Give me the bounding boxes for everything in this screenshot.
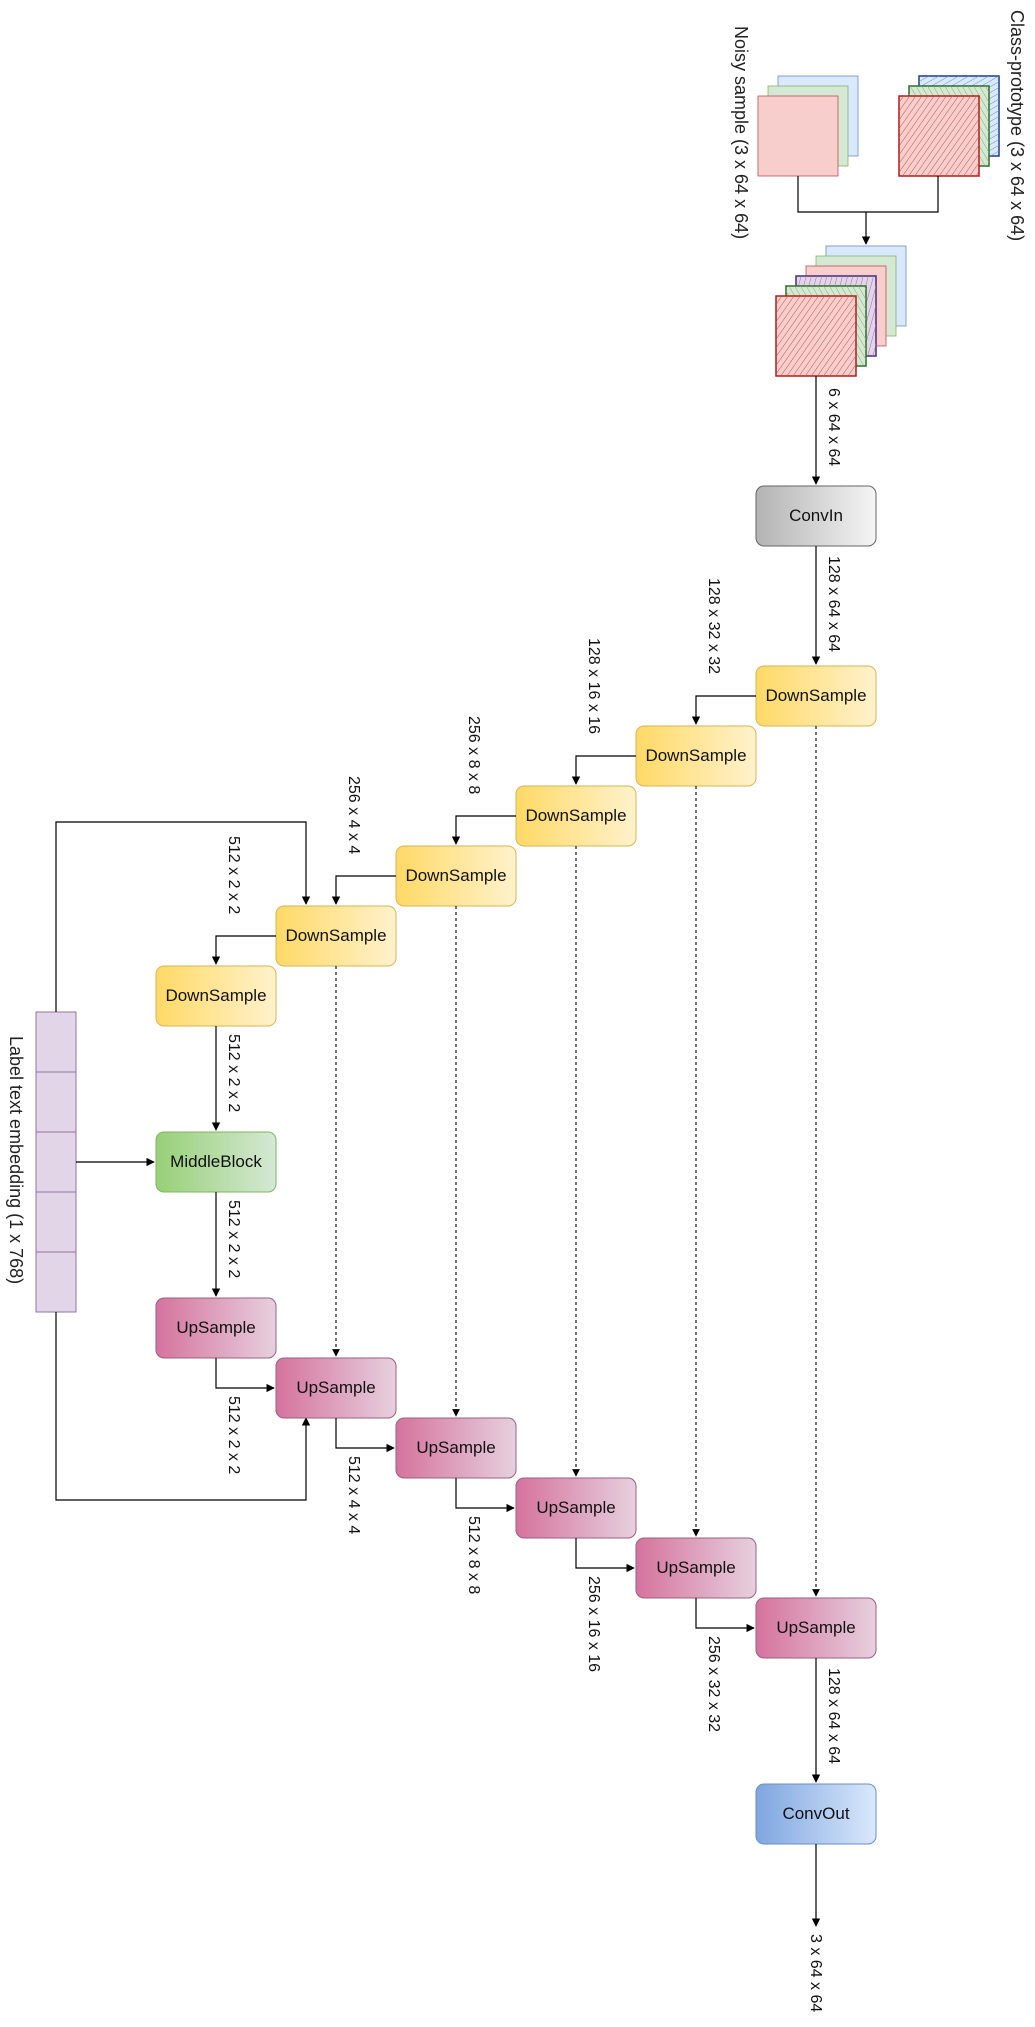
down-block-6: DownSample: [155, 965, 277, 1027]
concat-stack: [775, 245, 907, 377]
label-embedding: [35, 1011, 77, 1313]
up-block-4-label: UpSample: [536, 1498, 615, 1517]
dim-middle-to-up: 512 x 2 x 2: [225, 1200, 242, 1278]
down-block-4-label: DownSample: [405, 866, 506, 885]
embedding-cell-4: [35, 1191, 77, 1253]
up4-to-up5-arrow: [575, 1538, 635, 1573]
dim-conv-in-out: 128 x 64 x 64: [825, 556, 842, 652]
up-block-3-label: UpSample: [416, 1438, 495, 1457]
down-block-2: DownSample: [635, 725, 757, 787]
up-block-1: UpSample: [155, 1297, 277, 1359]
down-block-6-label: DownSample: [165, 986, 266, 1005]
embedding-cell-3: [35, 1131, 77, 1193]
dim-up-1: 512 x 2 x 2: [225, 1396, 242, 1474]
dim-down-5: 512 x 2 x 2: [225, 836, 242, 914]
class-prototype-title: Class-prototype (3 x 64 x 64): [1007, 10, 1027, 241]
down-block-3-label: DownSample: [525, 806, 626, 825]
dim-up-4: 256 x 16 x 16: [585, 1576, 602, 1672]
up-block-4: UpSample: [515, 1477, 637, 1539]
down1-to-down2-arrow: [691, 695, 756, 725]
down-block-2-label: DownSample: [645, 746, 746, 765]
up-block-1-label: UpSample: [176, 1318, 255, 1337]
label-embedding-title: Label text embedding (1 x 768): [6, 1036, 26, 1284]
up-block-2-label: UpSample: [296, 1378, 375, 1397]
dim-up-to-conv-out: 128 x 64 x 64: [825, 1668, 842, 1764]
up-block-6: UpSample: [755, 1597, 877, 1659]
dim-up-2: 512 x 4 x 4: [345, 1456, 362, 1534]
up-block-3: UpSample: [395, 1417, 517, 1479]
embedding-cell-1: [35, 1011, 77, 1073]
merge-wire: [797, 176, 939, 213]
dim-down-4: 256 x 4 x 4: [345, 776, 362, 854]
middle-block: MiddleBlock: [155, 1131, 277, 1193]
dim-down-2: 128 x 16 x 16: [585, 638, 602, 734]
noisy-channel-1: [757, 95, 839, 177]
down-block-3: DownSample: [515, 785, 637, 847]
conv-out-label: ConvOut: [782, 1804, 849, 1823]
dim-output: 3 x 64 x 64: [807, 1934, 824, 2012]
noisy-sample-stack: [757, 75, 859, 177]
down4-to-down5-arrow: [331, 875, 396, 905]
down-block-1-label: DownSample: [765, 686, 866, 705]
up-block-5-label: UpSample: [656, 1558, 735, 1577]
up2-to-up3-arrow: [335, 1418, 395, 1453]
class-prototype-stack: [898, 75, 1000, 177]
conv-in-label: ConvIn: [789, 506, 843, 525]
up3-to-up4-arrow: [455, 1478, 515, 1513]
embedding-cell-5: [35, 1251, 77, 1313]
up5-to-up6-arrow: [695, 1598, 755, 1633]
noisy-sample-title: Noisy sample (3 x 64 x 64): [731, 26, 751, 239]
down-block-1: DownSample: [755, 665, 877, 727]
down2-to-down3-arrow: [571, 755, 636, 785]
embedding-cell-2: [35, 1071, 77, 1133]
dim-concat: 6 x 64 x 64: [825, 388, 842, 466]
dim-up-3: 512 x 8 x 8: [465, 1516, 482, 1594]
down-block-4: DownSample: [395, 845, 517, 907]
embedding-to-down5-arrow: [55, 821, 311, 1012]
embedding-to-up2-arrow: [55, 1312, 311, 1501]
down-block-5: DownSample: [275, 905, 397, 967]
up-block-6-label: UpSample: [776, 1618, 855, 1637]
up-block-2: UpSample: [275, 1357, 397, 1419]
up1-to-up2-arrow: [215, 1358, 275, 1393]
up-block-5: UpSample: [635, 1537, 757, 1599]
dim-down-1: 128 x 32 x 32: [705, 578, 722, 674]
middle-block-label: MiddleBlock: [170, 1152, 262, 1171]
down5-to-down6-arrow: [211, 935, 276, 965]
dim-down-3: 256 x 8 x 8: [465, 716, 482, 794]
down-block-5-label: DownSample: [285, 926, 386, 945]
dim-up-5: 256 x 32 x 32: [705, 1636, 722, 1732]
down3-to-down4-arrow: [451, 815, 516, 845]
conv-in-block: ConvIn: [755, 485, 877, 547]
conv-out-block: ConvOut: [755, 1783, 877, 1845]
dim-down-to-middle: 512 x 2 x 2: [225, 1034, 242, 1112]
